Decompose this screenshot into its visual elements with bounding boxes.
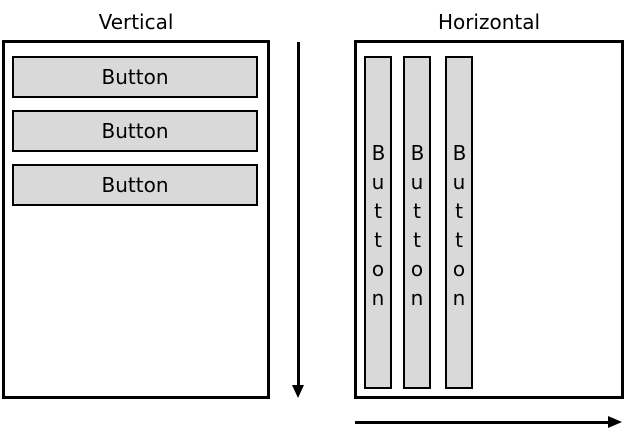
horizontal-button-1[interactable]: Button bbox=[364, 56, 392, 389]
vertical-arrow-head bbox=[292, 385, 304, 398]
horizontal-button-2[interactable]: Button bbox=[403, 56, 431, 389]
horizontal-button-3-label: Button bbox=[452, 141, 467, 310]
vertical-container: Button Button Button bbox=[2, 40, 270, 399]
vertical-button-2[interactable]: Button bbox=[12, 110, 258, 152]
vertical-button-3[interactable]: Button bbox=[12, 164, 258, 206]
horizontal-container: Button Button Button bbox=[354, 40, 624, 399]
horizontal-arrow-head bbox=[608, 416, 622, 428]
horizontal-button-3[interactable]: Button bbox=[445, 56, 473, 389]
vertical-arrow-shaft bbox=[297, 42, 300, 386]
horizontal-title: Horizontal bbox=[437, 10, 541, 34]
vertical-button-2-label: Button bbox=[101, 119, 169, 143]
vertical-button-1[interactable]: Button bbox=[12, 56, 258, 98]
horizontal-button-2-label: Button bbox=[410, 141, 425, 310]
horizontal-button-1-label: Button bbox=[371, 141, 386, 310]
vertical-title: Vertical bbox=[98, 10, 174, 34]
vertical-button-3-label: Button bbox=[101, 173, 169, 197]
vertical-button-1-label: Button bbox=[101, 65, 169, 89]
horizontal-arrow-shaft bbox=[355, 421, 609, 424]
